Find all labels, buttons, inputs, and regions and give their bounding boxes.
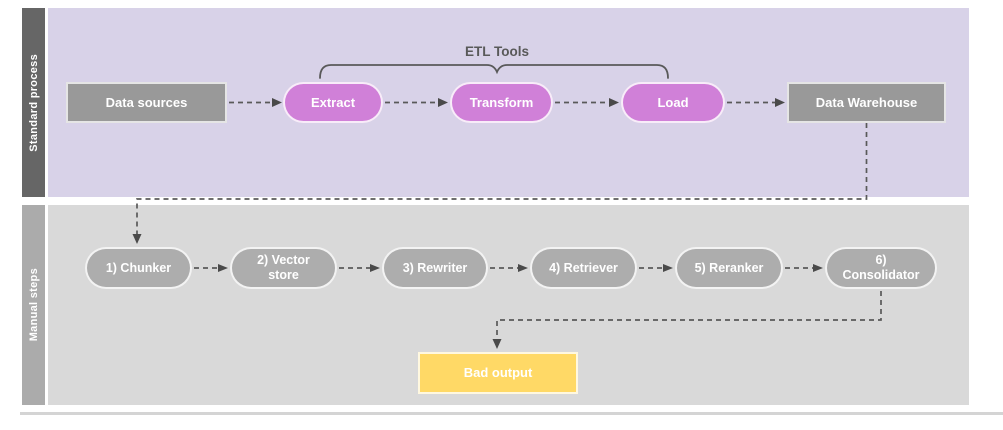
manual-steps-lane-label: Manual steps <box>27 268 40 342</box>
node-data-sources: Data sources <box>66 82 227 123</box>
node-rewriter: 3) Rewriter <box>382 247 488 289</box>
standard-process-lane-header: Standard process <box>22 8 45 197</box>
node-bad-output: Bad output <box>418 352 578 394</box>
node-transform: Transform <box>450 82 553 123</box>
node-vector-store: 2) Vector store <box>230 247 337 289</box>
node-data-warehouse: Data Warehouse <box>787 82 946 123</box>
node-extract: Extract <box>283 82 383 123</box>
node-retriever: 4) Retriever <box>530 247 637 289</box>
bottom-divider <box>20 412 1003 415</box>
etl-tools-label: ETL Tools <box>465 44 529 59</box>
node-chunker: 1) Chunker <box>85 247 192 289</box>
node-reranker: 5) Reranker <box>675 247 783 289</box>
node-consolidator: 6) Consolidator <box>825 247 937 289</box>
standard-process-lane-label: Standard process <box>27 53 40 152</box>
manual-steps-lane-header: Manual steps <box>22 205 45 405</box>
node-load: Load <box>621 82 725 123</box>
